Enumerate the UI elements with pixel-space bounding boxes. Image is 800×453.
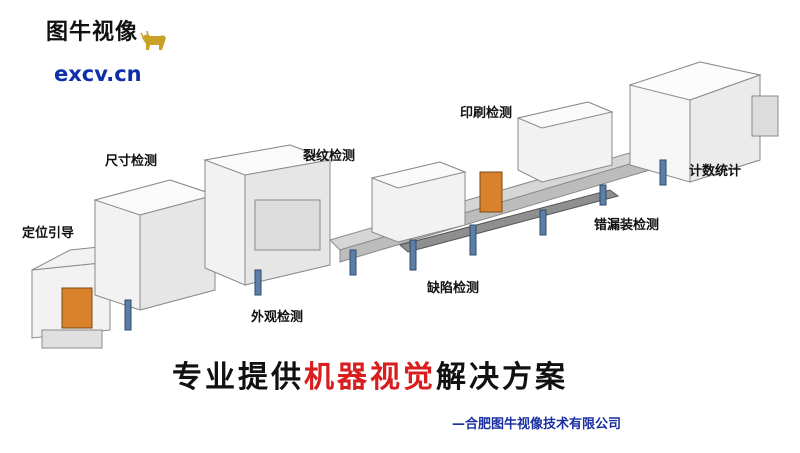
label-positioning: 定位引导 (22, 226, 75, 241)
label-crack: 裂纹检测 (303, 149, 356, 164)
slogan-part3: 解决方案 (436, 360, 568, 395)
logo-url: excv.cn (54, 62, 142, 86)
slogan: 专业提供机器视觉解决方案 (172, 352, 568, 396)
label-defect: 缺陷检测 (427, 281, 480, 296)
company-name: —合肥图牛视像技术有限公司 (452, 417, 622, 432)
slogan-part1: 专业提供 (172, 360, 304, 395)
label-count: 计数统计 (689, 164, 742, 179)
logo-name: 图牛视像 (46, 20, 139, 45)
label-size: 尺寸检测 (105, 154, 158, 169)
label-print: 印刷检测 (460, 106, 513, 121)
slogan-part2: 机器视觉 (304, 360, 436, 395)
label-appearance: 外观检测 (251, 310, 304, 325)
bull-logo-icon (140, 30, 166, 50)
label-misload: 错漏装检测 (594, 218, 660, 233)
